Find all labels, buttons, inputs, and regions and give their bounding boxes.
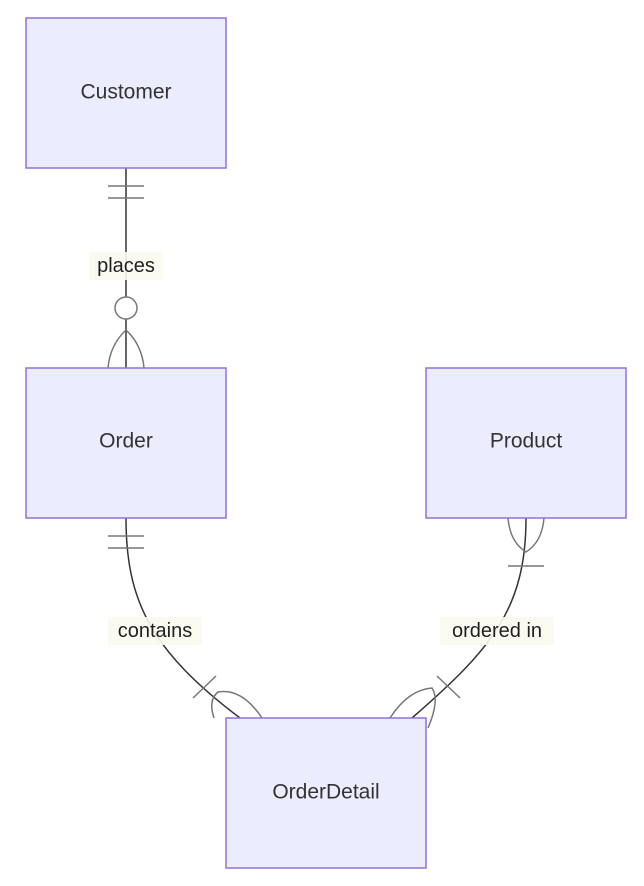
relationship-label-ordered-in-group: ordered in <box>440 617 554 645</box>
one-or-many-marker-orderdetail-right <box>389 675 461 729</box>
entity-customer: Customer <box>25 17 227 169</box>
entity-label-orderdetail: OrderDetail <box>272 781 379 804</box>
one-or-many-marker-product <box>507 517 545 567</box>
relationship-label-places: places <box>97 255 155 277</box>
exactly-one-marker-order <box>108 535 144 549</box>
entity-order: Order <box>25 367 227 519</box>
entity-orderdetail: OrderDetail <box>225 717 427 869</box>
relationship-label-contains-group: contains <box>108 617 202 645</box>
relationship-label-ordered-in: ordered in <box>452 620 542 642</box>
one-or-many-marker-orderdetail-left <box>192 675 263 719</box>
relationship-label-contains: contains <box>118 620 193 642</box>
relationship-label-places-group: places <box>89 252 163 280</box>
entity-label-product: Product <box>490 430 563 453</box>
exactly-one-marker-customer <box>108 185 144 199</box>
zero-or-many-marker-order <box>107 296 145 369</box>
entity-product: Product <box>425 367 627 519</box>
entity-label-customer: Customer <box>80 81 171 104</box>
cardinality-markers <box>107 185 545 729</box>
entity-label-order: Order <box>99 430 153 453</box>
